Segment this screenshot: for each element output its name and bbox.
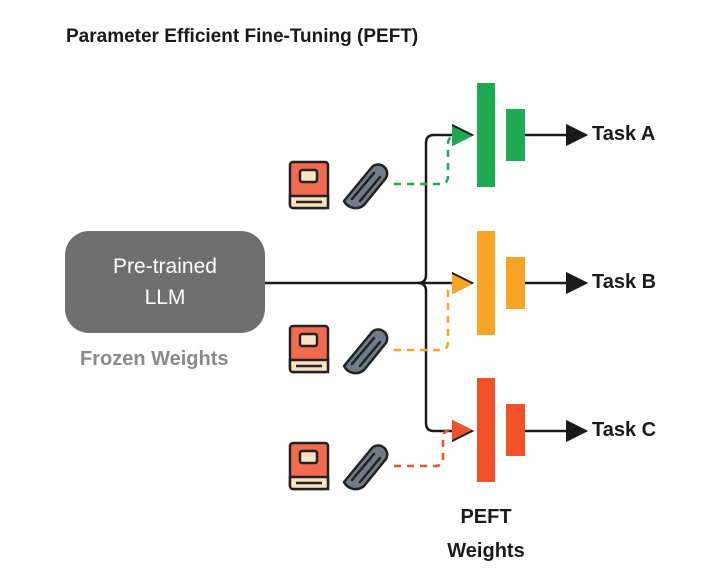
task-b-label: Task B xyxy=(592,271,657,293)
frozen-weights-label: Frozen Weights xyxy=(80,348,229,370)
pretrained-llm-box: Pre-trained LLM xyxy=(65,231,265,333)
peft-weights-label: PEFT Weights xyxy=(430,500,542,568)
task-a-label: Task A xyxy=(592,123,656,145)
page-title: Parameter Efficient Fine-Tuning (PEFT) xyxy=(66,26,419,47)
book-icon xyxy=(288,324,330,374)
peft-label-line2: Weights xyxy=(447,540,525,562)
peft-label-line1: PEFT xyxy=(460,506,512,528)
book-icon xyxy=(288,160,330,210)
adapter-connector-b xyxy=(394,274,472,352)
paperclip-icon xyxy=(342,328,389,375)
llm-connectors xyxy=(265,123,475,443)
peft-weights-a xyxy=(477,83,525,187)
peft-weights-b xyxy=(477,231,525,335)
adapter-connector-c xyxy=(394,420,472,468)
paperclip-icon xyxy=(342,163,389,210)
paperclip-icon xyxy=(342,444,389,491)
llm-label-line1: Pre-trained xyxy=(113,255,217,278)
book-icon xyxy=(288,441,330,491)
peft-weights-c xyxy=(477,378,525,482)
task-c-label: Task C xyxy=(592,419,657,441)
llm-label-line2: LLM xyxy=(144,286,186,309)
adapter-connector-a xyxy=(394,126,472,186)
